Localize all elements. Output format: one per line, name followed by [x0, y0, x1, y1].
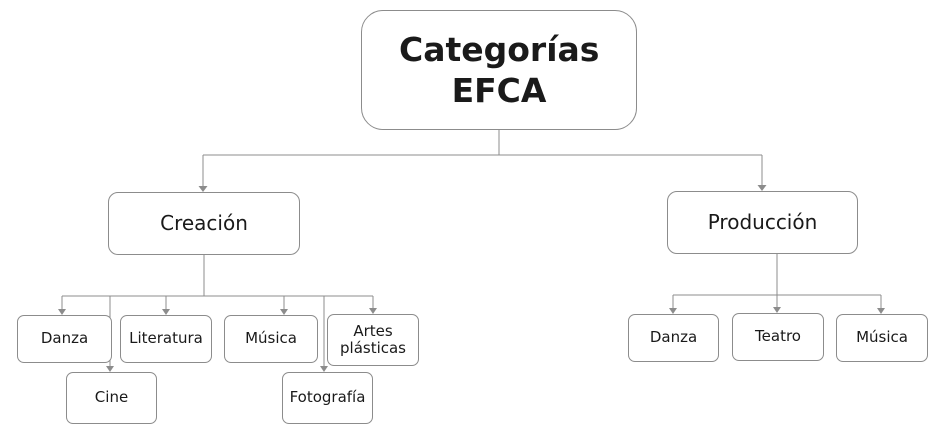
node-label: Teatro: [755, 327, 801, 346]
root-node-categorias-efca: Categorías EFCA: [361, 10, 637, 130]
arrowhead-p-danza: [669, 308, 677, 314]
node-label: Música: [856, 328, 908, 347]
arrowhead-c-literatura: [162, 309, 170, 315]
node-creacion-cine: Cine: [66, 372, 157, 424]
node-label: Fotografía: [289, 388, 366, 407]
root-title-line-2: EFCA: [451, 71, 547, 110]
arrowhead-produccion: [757, 185, 767, 191]
arrowhead-c-cine: [106, 366, 114, 372]
arrowhead-c-artes: [369, 308, 377, 314]
node-label: Danza: [40, 329, 89, 348]
arrowhead-c-musica: [280, 309, 288, 315]
node-creacion-literatura: Literatura: [120, 315, 212, 363]
node-label: Cine: [94, 388, 129, 407]
node-creacion-fotografia: Fotografía: [282, 372, 373, 424]
arrowhead-creacion: [198, 186, 208, 192]
node-produccion-teatro: Teatro: [732, 313, 824, 361]
node-creacion-musica: Música: [224, 315, 318, 363]
arrowhead-p-musica: [877, 308, 885, 314]
arrowhead-p-teatro: [773, 307, 781, 313]
arrowhead-c-fotografia: [320, 366, 328, 372]
node-label: Danza: [649, 328, 698, 347]
node-label: Música: [245, 329, 297, 348]
node-label: Artes plásticas: [340, 321, 406, 357]
node-creacion: Creación: [108, 192, 300, 255]
node-creacion-danza: Danza: [17, 315, 112, 363]
node-label: Literatura: [129, 329, 203, 348]
node-produccion-label: Producción: [707, 210, 818, 234]
node-produccion-musica: Música: [836, 314, 928, 362]
node-produccion-danza: Danza: [628, 314, 719, 362]
node-creacion-label: Creación: [160, 211, 248, 235]
node-produccion: Producción: [667, 191, 858, 254]
root-title-line-1: Categorías: [399, 29, 600, 69]
root-title: Categorías EFCA: [399, 29, 599, 112]
arrowhead-c-danza: [58, 309, 66, 315]
node-creacion-artes-plasticas: Artes plásticas: [327, 314, 419, 366]
